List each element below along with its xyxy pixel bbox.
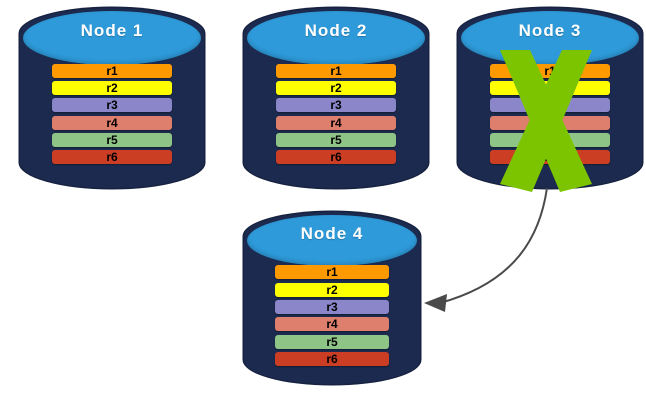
node-4-row-r2[interactable]: r2 bbox=[274, 282, 390, 297]
node-1-row-r5[interactable]: r5 bbox=[52, 132, 172, 147]
node-4-row-r3[interactable]: r3 bbox=[274, 299, 390, 314]
node-4-row-list: r1 r2 r3 r4 r5 r6 bbox=[274, 265, 390, 366]
node-3-row-r2[interactable]: r2 bbox=[490, 81, 610, 96]
node-2[interactable]: Node 2 r1 r2 r3 r4 r5 r6 bbox=[244, 8, 428, 188]
node-3-row-r5[interactable]: r5 bbox=[490, 132, 610, 147]
node-1[interactable]: Node 1 r1 r2 r3 r4 r5 r6 bbox=[20, 8, 204, 188]
node-2-row-list: r1 r2 r3 r4 r5 r6 bbox=[276, 63, 396, 165]
node-3-cylinder-top bbox=[460, 10, 640, 65]
node-4[interactable]: Node 4 r1 r2 r3 r4 r5 r6 bbox=[244, 212, 420, 384]
node-1-row-r6[interactable]: r6 bbox=[52, 150, 172, 165]
node-1-row-r1[interactable]: r1 bbox=[52, 63, 172, 78]
node-4-row-r6[interactable]: r6 bbox=[274, 351, 390, 366]
node-3-row-r4[interactable]: r4 bbox=[490, 115, 610, 130]
node-1-row-r3[interactable]: r3 bbox=[52, 98, 172, 113]
node-3-row-r3[interactable]: r3 bbox=[490, 98, 610, 113]
node-1-row-r4[interactable]: r4 bbox=[52, 115, 172, 130]
node-4-row-r5[interactable]: r5 bbox=[274, 334, 390, 349]
node-2-row-r3[interactable]: r3 bbox=[276, 98, 396, 113]
node-2-cylinder-top bbox=[246, 10, 426, 65]
node-2-row-r4[interactable]: r4 bbox=[276, 115, 396, 130]
node-3[interactable]: Node 3 r1 r2 r3 r4 r5 r6 bbox=[458, 8, 642, 192]
node-3-row-list: r1 r2 r3 r4 r5 r6 bbox=[490, 63, 610, 165]
node-1-cylinder-top bbox=[22, 10, 202, 65]
node-2-row-r6[interactable]: r6 bbox=[276, 150, 396, 165]
node-2-row-r5[interactable]: r5 bbox=[276, 132, 396, 147]
node-3-row-r1[interactable]: r1 bbox=[490, 63, 610, 78]
node-2-row-r1[interactable]: r1 bbox=[276, 63, 396, 78]
node-2-row-r2[interactable]: r2 bbox=[276, 81, 396, 96]
node-3-row-r6[interactable]: r6 bbox=[490, 150, 610, 165]
node-4-cylinder-top bbox=[246, 214, 418, 267]
node-4-row-r4[interactable]: r4 bbox=[274, 317, 390, 332]
node-1-row-r2[interactable]: r2 bbox=[52, 81, 172, 96]
node-1-row-list: r1 r2 r3 r4 r5 r6 bbox=[52, 63, 172, 165]
arrow-node3-to-node4[interactable] bbox=[424, 187, 548, 312]
node-4-row-r1[interactable]: r1 bbox=[274, 265, 390, 280]
